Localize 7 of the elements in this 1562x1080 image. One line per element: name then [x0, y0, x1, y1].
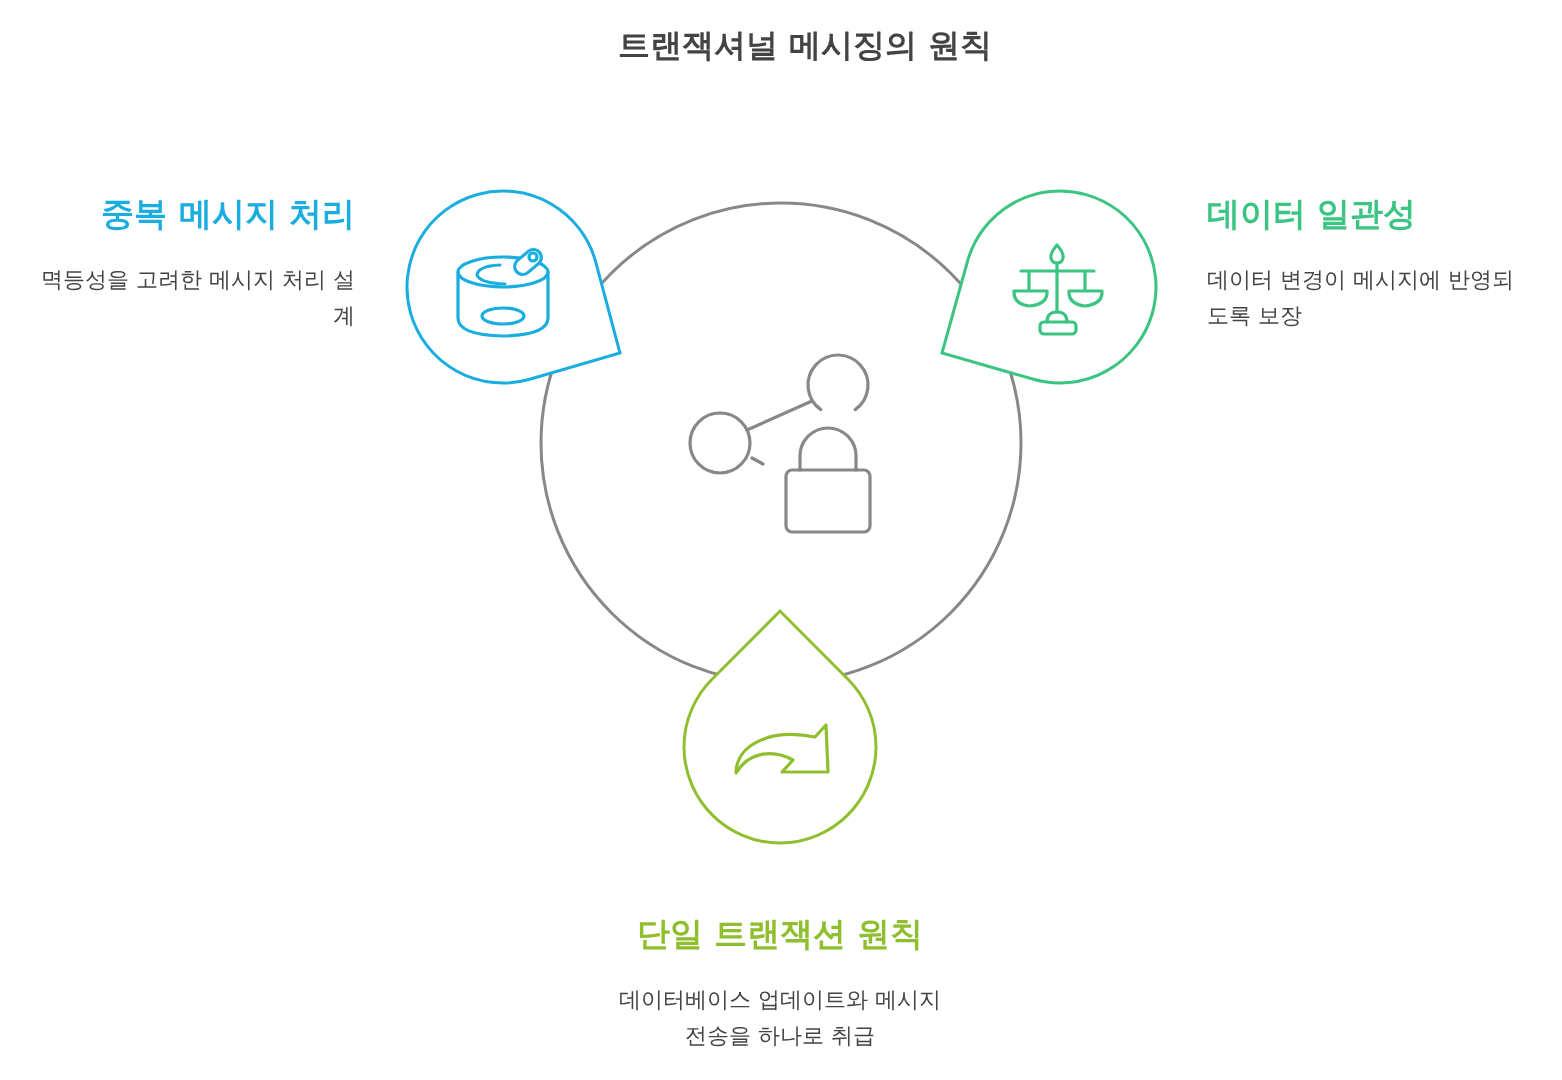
description: 데이터 변경이 메시지에 반영되도록 보장 [1207, 266, 1515, 330]
heading: 데이터 일관성 [1207, 193, 1417, 235]
heading: 단일 트랜잭션 원칙 [636, 913, 924, 955]
description: 멱등성을 고려한 메시지 처리 설계 [40, 266, 355, 330]
title: 트랜잭셔널 메시징의 원칙 [616, 25, 994, 66]
description: 데이터베이스 업데이트와 메시지 전송을 하나로 취급 [618, 986, 942, 1050]
heading: 중복 메시지 처리 [101, 193, 355, 235]
